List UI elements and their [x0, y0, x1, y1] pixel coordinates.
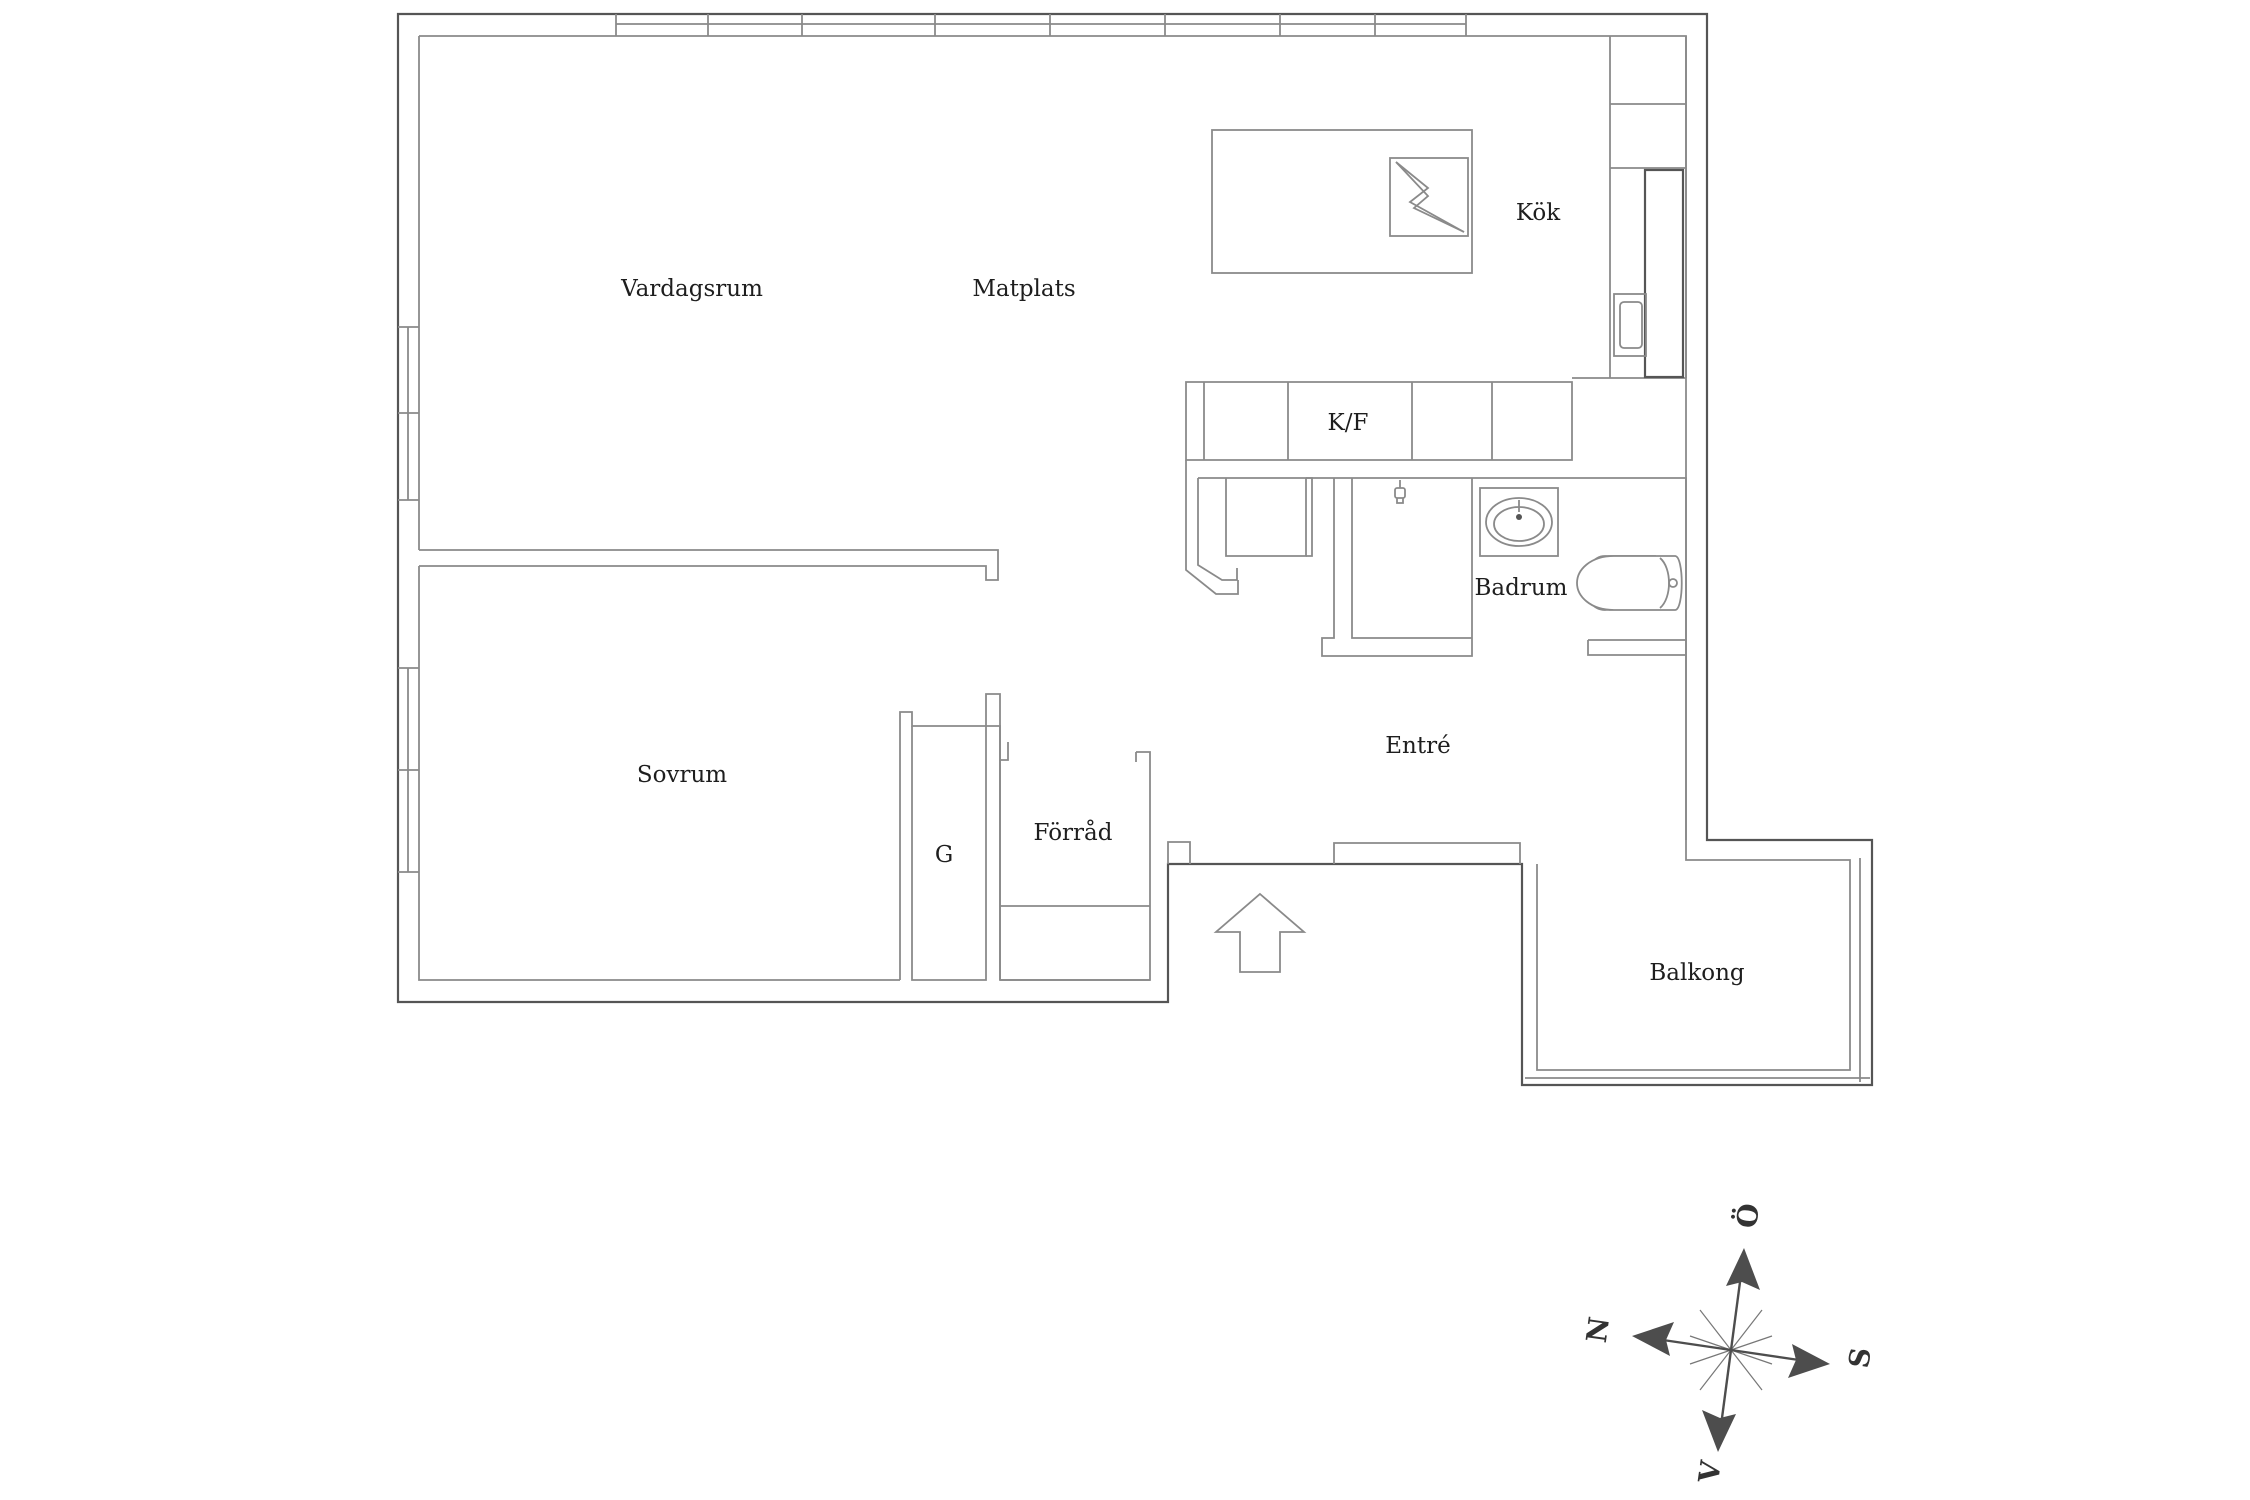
- compass-label-top: Ö: [1729, 1201, 1766, 1230]
- room-label-balkong: Balkong: [1649, 960, 1745, 986]
- compass-label-left: N: [1580, 1315, 1616, 1345]
- interior-walls: [419, 36, 1687, 981]
- room-label-g: G: [935, 842, 953, 868]
- compass-arrow-down-icon: [1702, 1410, 1736, 1452]
- bathroom-sink-icon: [1479, 487, 1559, 557]
- room-label-matplats: Matplats: [972, 276, 1075, 302]
- compass-rose: Ö N S V: [1580, 1201, 1878, 1486]
- balcony-rail: [1525, 858, 1870, 1082]
- room-label-kok: Kök: [1516, 200, 1561, 226]
- room-label-badrum: Badrum: [1475, 575, 1568, 601]
- kitchen-island: [1211, 129, 1473, 274]
- windows-left: [398, 326, 419, 873]
- compass-label-right: S: [1842, 1345, 1877, 1370]
- room-label-forrad: Förråd: [1034, 819, 1113, 846]
- kitchen-cabinet: [1613, 168, 1685, 379]
- shower-head-icon: [1394, 480, 1406, 504]
- room-label-entre: Entré: [1385, 733, 1450, 759]
- compass-arrow-right-icon: [1788, 1344, 1830, 1378]
- room-label-vardagsrum: Vardagsrum: [620, 276, 763, 302]
- compass-arrow-up-icon: [1726, 1248, 1760, 1290]
- compass-label-bottom: V: [1692, 1457, 1728, 1485]
- toilet-icon: [1576, 555, 1683, 611]
- entrance-arrow-icon: [1213, 892, 1307, 973]
- room-label-kf: K/F: [1328, 410, 1369, 436]
- room-label-sovrum: Sovrum: [637, 762, 727, 788]
- windows-top: [615, 14, 1467, 36]
- compass-arrow-left-icon: [1632, 1322, 1674, 1356]
